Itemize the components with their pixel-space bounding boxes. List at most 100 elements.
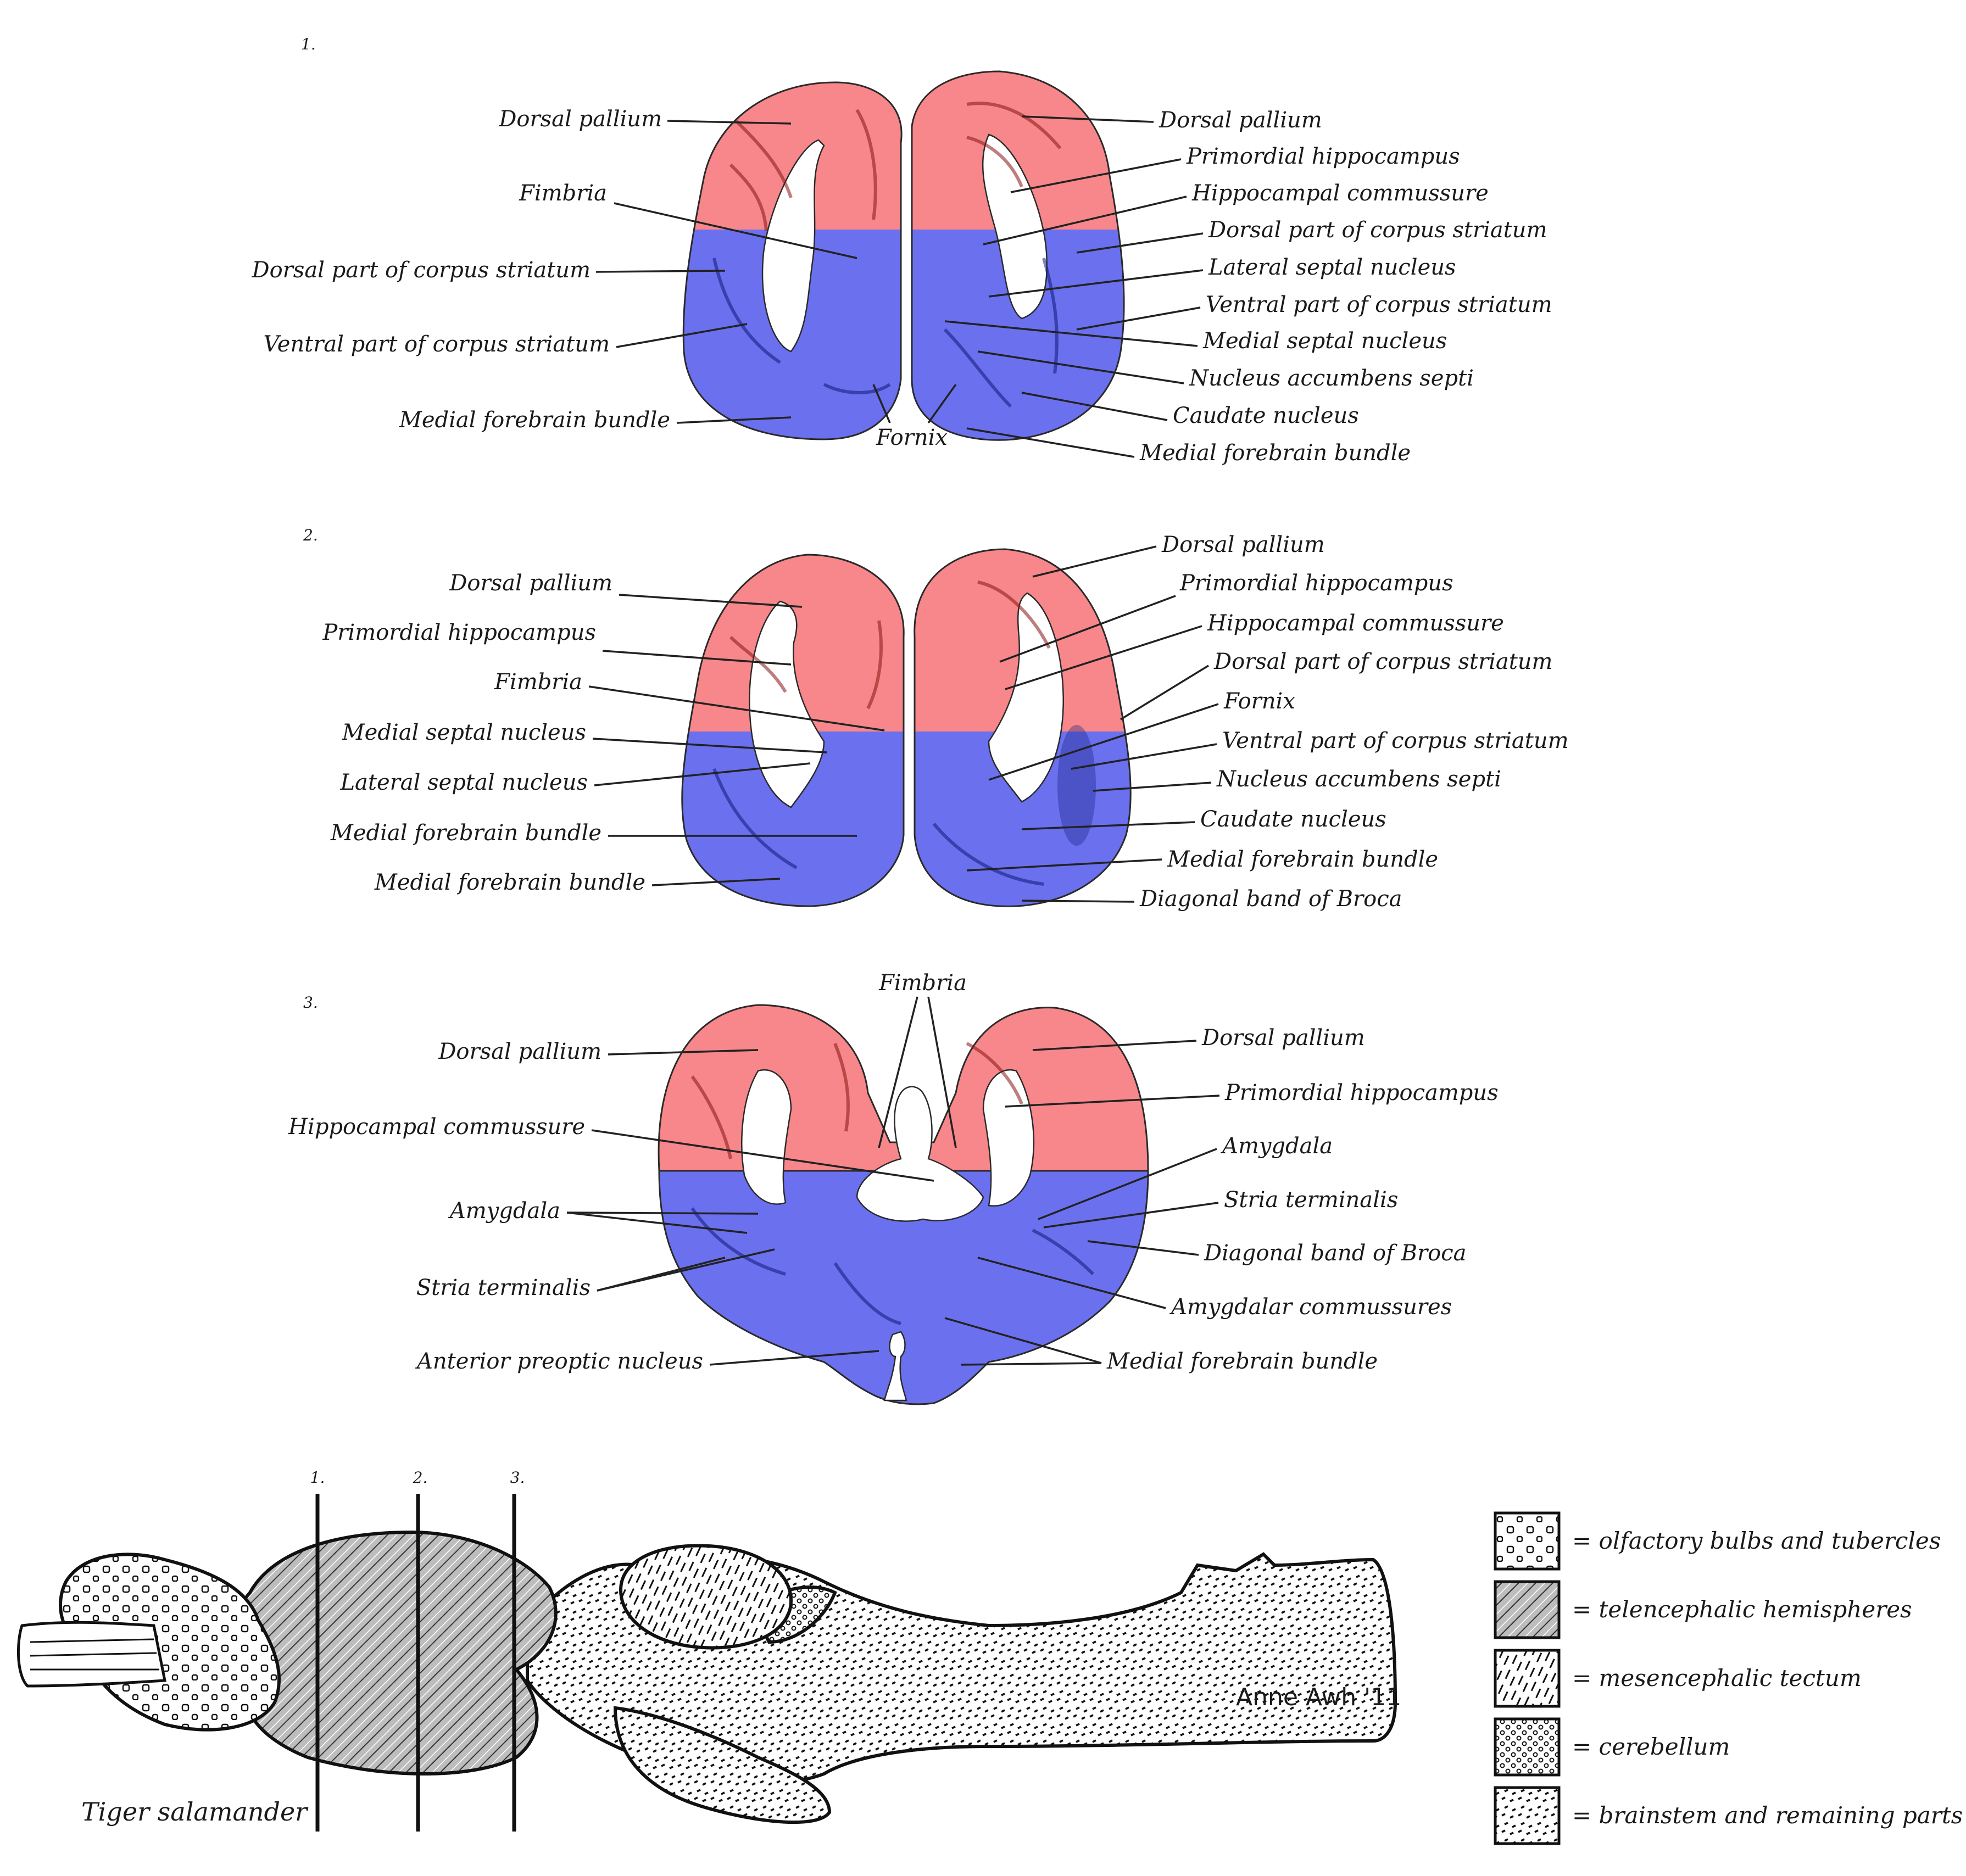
label-ventral-striatum: Ventral part of corpus striatum bbox=[263, 332, 610, 357]
label-dorsal-pallium: Dorsal pallium bbox=[1201, 1025, 1365, 1051]
label-amygdalar-commussures: Amygdalar commussures bbox=[1169, 1294, 1452, 1320]
shading bbox=[712, 580, 1096, 886]
cut-label-3: 3. bbox=[510, 1469, 525, 1487]
label-diagonal-band: Diagonal band of Broca bbox=[1139, 886, 1402, 912]
label-medial-forebrain-bundle: Medial forebrain bundle bbox=[1106, 1349, 1378, 1374]
right-callouts: Dorsal pallium Primordial hippocampus Hi… bbox=[944, 108, 1552, 466]
label-fimbria: Fimbria bbox=[494, 669, 582, 695]
label-stria-terminalis: Stria terminalis bbox=[416, 1275, 591, 1300]
legend: = olfactory bulbs and tubercles = telenc… bbox=[1494, 1511, 1963, 1845]
label-dorsal-pallium: Dorsal pallium bbox=[1161, 532, 1325, 557]
label-fornix: Fornix bbox=[876, 425, 948, 450]
legend-item-brainstem: = brainstem and remaining parts bbox=[1494, 1786, 1963, 1845]
label-nucleus-accumbens: Nucleus accumbens septi bbox=[1189, 366, 1474, 391]
label-fimbria: Fimbria bbox=[878, 970, 967, 996]
label-dorsal-striatum: Dorsal part of corpus striatum bbox=[1213, 649, 1552, 674]
cut-lines: 1. 2. 3. bbox=[310, 1469, 525, 1832]
label-primordial-hippocampus: Primordial hippocampus bbox=[1224, 1080, 1499, 1106]
legend-label: = olfactory bulbs and tubercles bbox=[1572, 1527, 1941, 1554]
label-primordial-hippocampus: Primordial hippocampus bbox=[1179, 571, 1453, 596]
label-fimbria: Fimbria bbox=[519, 181, 607, 206]
label-amygdala: Amygdala bbox=[448, 1198, 560, 1224]
label-lateral-septal-nucleus: Lateral septal nucleus bbox=[339, 770, 588, 795]
label-medial-septal-nucleus: Medial septal nucleus bbox=[342, 720, 586, 745]
signature: Anne Awh '11 bbox=[1236, 1683, 1401, 1711]
label-hippocampal-commussure: Hippocampal commussure bbox=[288, 1114, 585, 1140]
striatum-region bbox=[911, 230, 1125, 441]
legend-swatch bbox=[1494, 1717, 1561, 1777]
label-anterior-preoptic-nucleus: Anterior preoptic nucleus bbox=[415, 1349, 703, 1374]
legend-item-cerebellum: = cerebellum bbox=[1494, 1717, 1730, 1777]
label-nucleus-accumbens: Nucleus accumbens septi bbox=[1216, 767, 1501, 792]
legend-item-tectum: = mesencephalic tectum bbox=[1494, 1649, 1862, 1708]
legend-label: = mesencephalic tectum bbox=[1572, 1665, 1862, 1691]
label-lateral-septal-nucleus: Lateral septal nucleus bbox=[1208, 255, 1456, 280]
legend-swatch bbox=[1494, 1786, 1561, 1845]
telencephalon bbox=[231, 1530, 558, 1776]
section-number: 2. bbox=[303, 526, 318, 544]
dorsal-pallium-region bbox=[688, 554, 905, 732]
label-ventral-striatum: Ventral part of corpus striatum bbox=[1222, 728, 1569, 753]
lateral-ventricle bbox=[982, 133, 1048, 320]
legend-swatch bbox=[1494, 1511, 1561, 1571]
label-diagonal-band: Diagonal band of Broca bbox=[1204, 1241, 1467, 1266]
label-primordial-hippocampus: Primordial hippocampus bbox=[1186, 144, 1460, 169]
medulla-lobe bbox=[613, 1706, 832, 1824]
left-callouts: Dorsal pallium Primordial hippocampus Fi… bbox=[322, 571, 885, 895]
label-ventral-striatum: Ventral part of corpus striatum bbox=[1206, 292, 1552, 317]
label-caudate-nucleus: Caudate nucleus bbox=[1200, 807, 1386, 832]
shading bbox=[712, 102, 1062, 408]
section-number: 3. bbox=[303, 993, 318, 1012]
right-hemisphere bbox=[914, 548, 1132, 907]
label-caudate-nucleus: Caudate nucleus bbox=[1173, 403, 1359, 428]
section-number: 1. bbox=[301, 35, 316, 53]
label-dorsal-pallium: Dorsal pallium bbox=[498, 107, 662, 132]
legend-swatch bbox=[1494, 1580, 1561, 1639]
striatum-region bbox=[681, 732, 905, 907]
left-hemisphere bbox=[681, 554, 905, 907]
right-callouts: Dorsal pallium Primordial hippocampus Am… bbox=[944, 1025, 1499, 1374]
label-medial-forebrain-bundle: Medial forebrain bundle bbox=[374, 870, 645, 895]
label-medial-forebrain-bundle: Medial forebrain bundle bbox=[1167, 847, 1438, 872]
optic-tectum bbox=[619, 1544, 793, 1650]
section-3: 3. Fimbria Dorsal pallium Hippocampal co… bbox=[288, 970, 1499, 1405]
label-dorsal-striatum: Dorsal part of corpus striatum bbox=[1208, 217, 1547, 243]
label-hippocampal-commussure: Hippocampal commussure bbox=[1191, 181, 1489, 206]
left-ventricle bbox=[741, 1069, 792, 1205]
cut-label-2: 2. bbox=[413, 1469, 428, 1487]
brain-lateral-view: 1. 2. 3. Tiger salamander Anne Awh '11 bbox=[17, 1469, 1401, 1832]
label-fornix: Fornix bbox=[1223, 689, 1295, 714]
label-medial-forebrain-bundle: Medial forebrain bundle bbox=[1139, 440, 1411, 466]
label-primordial-hippocampus: Primordial hippocampus bbox=[322, 620, 596, 645]
left-hemisphere bbox=[682, 81, 903, 440]
label-medial-forebrain-bundle: Medial forebrain bundle bbox=[399, 407, 670, 433]
striatum-region bbox=[914, 732, 1132, 907]
section-2: 2. Dorsal pallium Primordial hippocampus… bbox=[303, 526, 1569, 912]
label-amygdala: Amygdala bbox=[1220, 1134, 1333, 1159]
label-stria-terminalis: Stria terminalis bbox=[1224, 1187, 1398, 1213]
label-medial-forebrain-bundle: Medial forebrain bundle bbox=[330, 820, 602, 846]
legend-item-telencephalic: = telencephalic hemispheres bbox=[1494, 1580, 1912, 1639]
section-1: 1. Dorsal pallium Fimbria Dorsal part of… bbox=[252, 35, 1552, 466]
legend-item-olfactory: = olfactory bulbs and tubercles bbox=[1494, 1511, 1941, 1571]
legend-swatch bbox=[1494, 1649, 1561, 1708]
species-label: Tiger salamander bbox=[81, 1797, 309, 1827]
lateral-ventricle bbox=[749, 600, 825, 808]
label-dorsal-pallium: Dorsal pallium bbox=[438, 1039, 602, 1064]
label-dorsal-pallium: Dorsal pallium bbox=[1159, 108, 1322, 133]
label-hippocampal-commussure: Hippocampal commussure bbox=[1207, 611, 1504, 636]
right-hemisphere bbox=[911, 70, 1125, 441]
label-dorsal-striatum: Dorsal part of corpus striatum bbox=[252, 258, 591, 283]
cut-label-1: 1. bbox=[310, 1469, 325, 1487]
legend-label: = telencephalic hemispheres bbox=[1572, 1596, 1912, 1623]
legend-label: = cerebellum bbox=[1572, 1733, 1730, 1760]
lateral-ventricle bbox=[761, 139, 825, 353]
left-callouts: Dorsal pallium Hippocampal commussure Am… bbox=[288, 1039, 934, 1374]
label-medial-septal-nucleus: Medial septal nucleus bbox=[1202, 328, 1447, 354]
midline-cavity bbox=[856, 1086, 984, 1222]
label-dorsal-pallium: Dorsal pallium bbox=[449, 571, 612, 596]
right-callouts: Dorsal pallium Primordial hippocampus Hi… bbox=[966, 532, 1569, 912]
left-callouts: Dorsal pallium Fimbria Dorsal part of co… bbox=[252, 107, 957, 450]
